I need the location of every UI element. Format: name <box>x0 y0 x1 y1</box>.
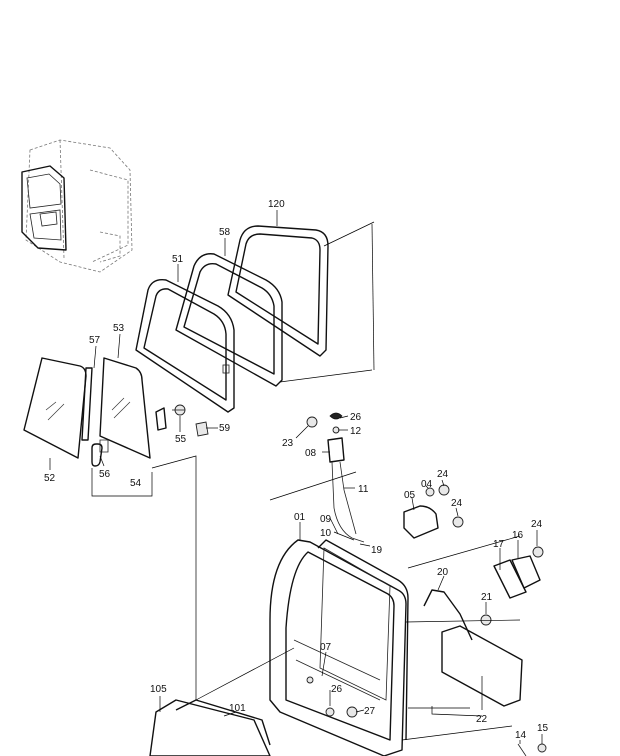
callout-14: 14 <box>515 730 527 741</box>
callout-57: 57 <box>89 335 101 346</box>
callout-105: 105 <box>150 684 167 695</box>
part-08-11-latch-assembly <box>327 437 365 543</box>
callout-51: 51 <box>172 254 184 265</box>
part-52-glass <box>23 357 87 459</box>
callout-04: 04 <box>421 479 433 490</box>
callout-23: 23 <box>282 438 294 449</box>
callout-53: 53 <box>113 323 125 334</box>
part-120-seal <box>227 225 329 357</box>
part-05-handle-assembly <box>403 484 464 539</box>
part-15-washer <box>537 743 547 753</box>
callout-09: 09 <box>320 514 332 525</box>
part-53-glass <box>99 357 151 459</box>
part-07-pin <box>306 676 314 684</box>
callout-11: 11 <box>358 484 369 495</box>
callout-58: 58 <box>219 227 231 238</box>
callout-05: 05 <box>404 490 416 501</box>
callout-26-lower: 26 <box>331 684 343 695</box>
part-105-panel <box>149 699 271 756</box>
part-58-seal <box>175 253 283 387</box>
callout-101: 101 <box>229 703 246 714</box>
callout-24-c: 24 <box>531 519 543 530</box>
part-22-panel <box>441 625 523 707</box>
callout-labels: 120 58 51 57 53 52 56 54 55 59 26 12 23 … <box>44 199 549 741</box>
part-54-bracket <box>99 439 109 453</box>
callout-20: 20 <box>437 567 449 578</box>
callout-24-b: 24 <box>451 498 463 509</box>
callout-19: 19 <box>371 545 383 556</box>
callout-22: 22 <box>476 714 488 725</box>
callout-12: 12 <box>350 426 362 437</box>
callout-15: 15 <box>537 723 549 734</box>
callout-59: 59 <box>219 423 231 434</box>
part-55-latch <box>155 404 186 431</box>
callout-24-a: 24 <box>437 469 449 480</box>
callout-10: 10 <box>320 528 332 539</box>
callout-56: 56 <box>99 469 111 480</box>
part-23-bolt <box>306 416 318 428</box>
callout-01: 01 <box>294 512 306 523</box>
callout-26-upper: 26 <box>350 412 362 423</box>
callout-55: 55 <box>175 434 187 445</box>
part-17-16-plates <box>493 546 544 599</box>
callout-08: 08 <box>305 448 317 459</box>
part-101-trim <box>175 699 271 746</box>
callout-07: 07 <box>320 642 332 653</box>
callout-52: 52 <box>44 473 56 484</box>
part-14-bolt <box>517 743 527 756</box>
part-57-strip <box>81 367 93 441</box>
callout-54: 54 <box>130 478 142 489</box>
leader-lines <box>49 210 543 744</box>
callout-27: 27 <box>364 706 376 717</box>
part-20-rod <box>423 589 473 641</box>
door-window-opening <box>319 547 391 701</box>
part-56 <box>91 443 103 467</box>
part-01-door-frame <box>269 539 409 756</box>
callout-120: 120 <box>268 199 285 210</box>
cab-overview-illustration <box>21 139 133 273</box>
part-21-bolt <box>480 614 492 626</box>
part-26-bolt-lower <box>325 707 335 717</box>
callout-21: 21 <box>481 592 493 603</box>
assembly-guide-lines <box>151 221 521 741</box>
callout-16: 16 <box>512 530 524 541</box>
part-26-grommet <box>329 412 343 420</box>
part-27-bolt <box>346 706 358 718</box>
callout-17: 17 <box>493 539 505 550</box>
seal-clip <box>222 364 230 374</box>
part-51-seal <box>135 279 235 413</box>
part-59-clip <box>195 421 209 437</box>
